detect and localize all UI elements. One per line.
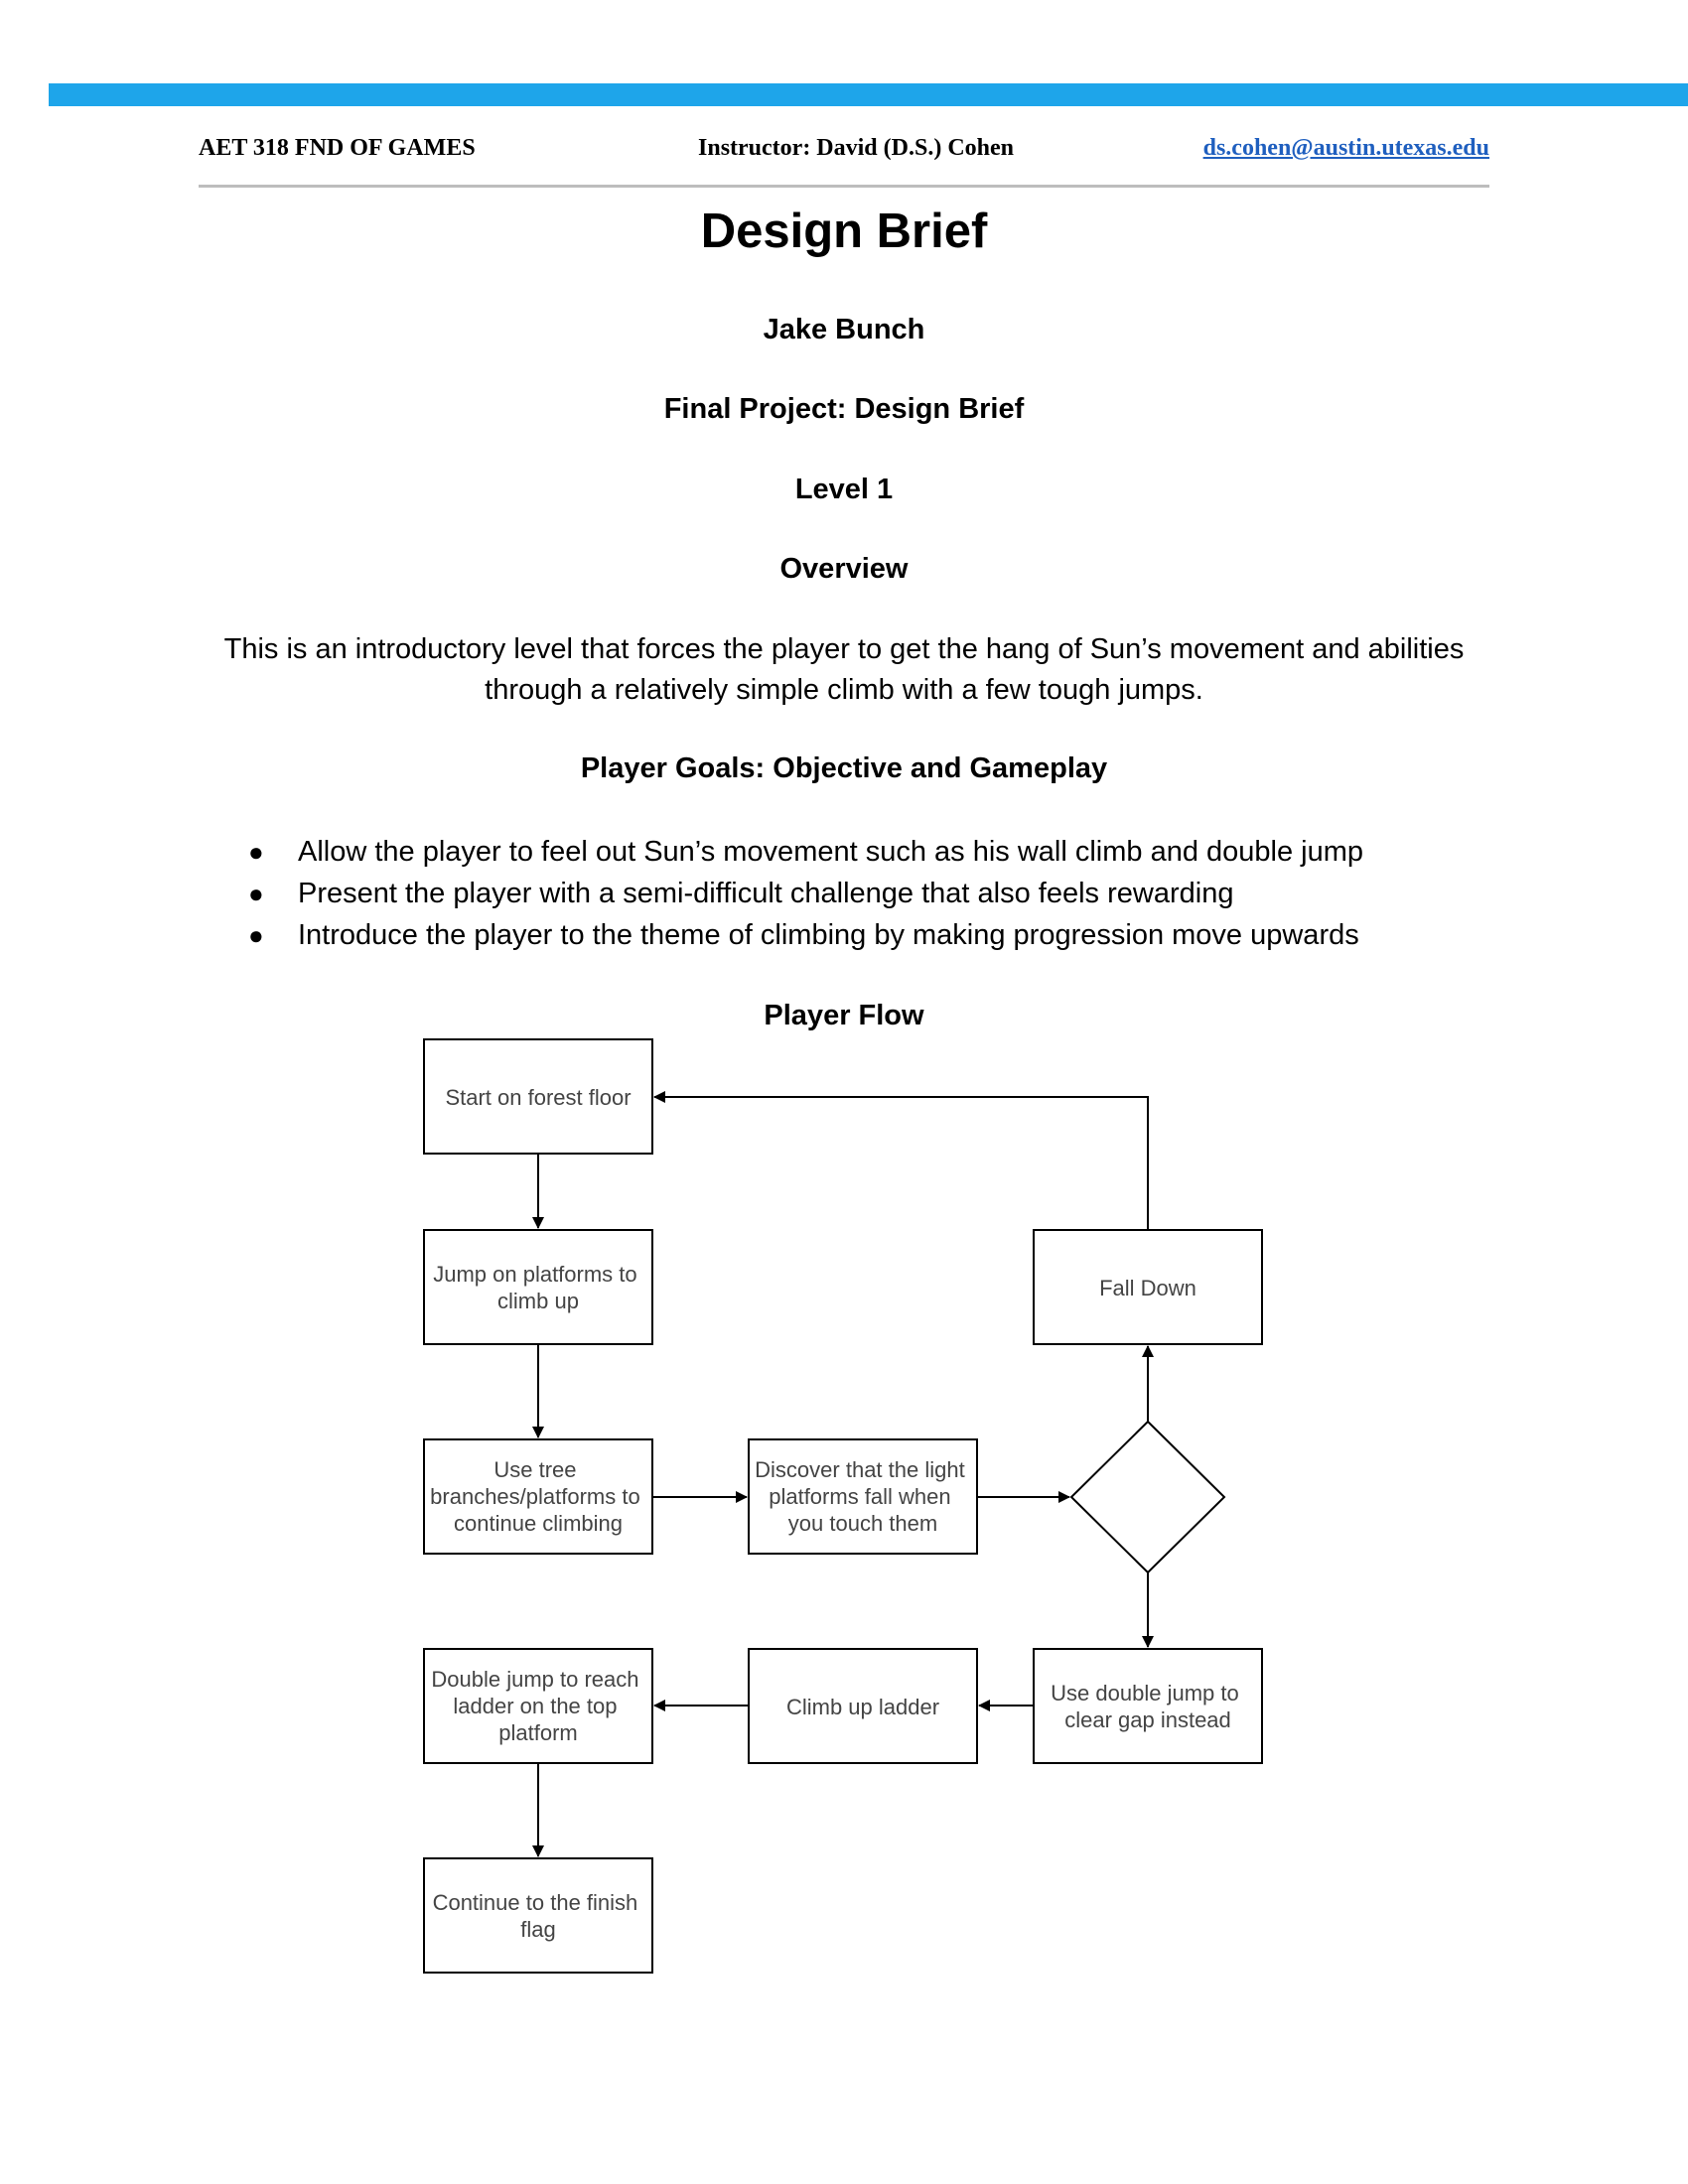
goal-text: Present the player with a semi-difficult… [298, 878, 1234, 909]
top-accent-bar [49, 83, 1688, 106]
page-header: AET 318 FND OF GAMES Instructor: David (… [199, 133, 1489, 167]
flow-heading: Player Flow [764, 1000, 924, 1031]
goal-item: ● Introduce the player to the theme of cl… [248, 914, 1539, 956]
overview-paragraph: This is an introductory level that force… [223, 633, 1465, 706]
node-finish-flag-label: Continue to the finish flag [433, 1890, 644, 1942]
instructor-name: Instructor: David (D.S.) Cohen [698, 135, 1014, 161]
bullet-icon: ● [248, 879, 264, 908]
bullet-icon: ● [248, 920, 264, 950]
goals-list: ● Allow the player to feel out Sun’s move… [248, 831, 1539, 956]
document-title: Design Brief [700, 205, 988, 258]
node-start-label: Start on forest floor [445, 1085, 631, 1110]
node-climb-ladder-label: Climb up ladder [786, 1695, 939, 1719]
header-divider [199, 185, 1489, 188]
instructor-email-link[interactable]: ds.cohen@austin.utexas.edu [1202, 135, 1489, 161]
level-heading: Level 1 [794, 474, 894, 505]
node-finish-flag [423, 1857, 653, 1974]
node-discover-platforms-label: Discover that the light platforms fall w… [755, 1457, 971, 1536]
node-jump-platforms [423, 1229, 653, 1345]
node-double-jump-reach-label: Double jump to reach ladder on the top p… [431, 1667, 644, 1745]
node-double-jump-gap [1033, 1648, 1263, 1764]
author-name: Jake Bunch [763, 314, 925, 345]
goal-item: ● Allow the player to feel out Sun’s move… [248, 831, 1539, 873]
goal-text: Introduce the player to the theme of cli… [298, 919, 1359, 951]
node-double-jump-gap-label: Use double jump to clear gap instead [1051, 1681, 1245, 1732]
course-code: AET 318 FND OF GAMES [199, 135, 476, 161]
project-title: Final Project: Design Brief [663, 393, 1025, 425]
node-jump-platforms-label: Jump on platforms to climb up [433, 1262, 643, 1313]
node-tree-branches-label: Use tree branches/platforms to continue … [430, 1457, 646, 1536]
arrow-fall-to-start [653, 1091, 1149, 1230]
goal-text: Allow the player to feel out Sun’s movem… [298, 836, 1364, 868]
goals-heading: Player Goals: Objective and Gameplay [580, 752, 1108, 784]
node-fall-down-label: Fall Down [1099, 1276, 1196, 1300]
decision-diamond [1069, 1420, 1226, 1574]
overview-heading: Overview [779, 553, 909, 585]
goal-item: ● Present the player with a semi-difficul… [248, 873, 1539, 914]
bullet-icon: ● [248, 837, 264, 867]
